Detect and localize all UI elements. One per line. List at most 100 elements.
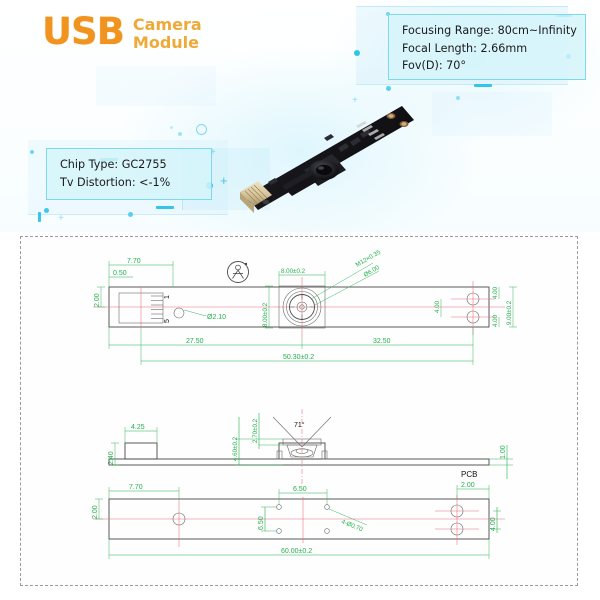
decorative-plus: + bbox=[220, 173, 228, 188]
decorative-dot bbox=[170, 126, 173, 129]
spec-line-chip-type: Chip Type: GC2755 bbox=[60, 158, 167, 171]
mechanical-drawing: 1 5 Ø2.10 bbox=[92, 249, 517, 559]
dim-8-00-horizontal: 8.00±0.2 bbox=[281, 268, 306, 275]
pcb-label: PCB bbox=[461, 470, 477, 479]
connector-pin-first-label: 1 bbox=[164, 295, 171, 299]
lens-outer-ring bbox=[282, 287, 322, 327]
dim-group-50-30: 50.30±0.2 bbox=[140, 329, 474, 365]
decorative-tick bbox=[474, 84, 492, 87]
decorative-dot bbox=[354, 50, 360, 56]
dim-32-50: 32.50 bbox=[373, 338, 391, 345]
sensor-spec-box: Chip Type: GC2755 Tv Distortion: <-1% bbox=[46, 148, 212, 200]
logo-camera-module-text: Camera Module bbox=[133, 16, 202, 52]
dim-group-2-40: 2.40 bbox=[108, 442, 119, 466]
top-view-group: 1 5 Ø2.10 bbox=[93, 249, 517, 365]
lens-inner-ring bbox=[296, 301, 308, 313]
dim-6-50-vertical: 6.50 bbox=[258, 516, 265, 530]
dim-fov-angle: 71° bbox=[294, 421, 305, 429]
dim-group-pcb-thickness: 1.00 bbox=[489, 445, 513, 479]
spec-line-tv-distortion: Tv Distortion: <-1% bbox=[60, 175, 171, 189]
decorative-dot bbox=[456, 96, 460, 100]
connector-pin-ticks bbox=[151, 295, 163, 319]
side-view-group: 4.25 2.40 71° bbox=[108, 409, 513, 485]
side-view-connector bbox=[124, 442, 158, 460]
fpc-connector-pins bbox=[244, 184, 268, 205]
decorative-line bbox=[356, 6, 568, 7]
camera-module-photo bbox=[228, 78, 420, 218]
dim-bottom-2-00-right: 2.00 bbox=[461, 482, 475, 489]
fov-left-ray bbox=[272, 416, 303, 448]
main-ic-chip-top bbox=[282, 171, 312, 190]
spec-line-focusing-range: Focusing Range: 80cm~Infinity bbox=[402, 24, 577, 37]
dim-group-8-00-v: 8.00±0.2 bbox=[262, 285, 273, 329]
dim-hole-edge-lower: 4.00 bbox=[492, 314, 499, 327]
dim-group-bottom-7-70: 7.70 bbox=[108, 484, 180, 499]
lens-leader-2 bbox=[314, 270, 380, 306]
lens-mid-ring bbox=[286, 291, 318, 323]
fpc-connector-front bbox=[240, 192, 254, 213]
logo-line-module: Module bbox=[132, 32, 199, 52]
dim-bottom-4-00: 4.00 bbox=[490, 517, 497, 531]
dim-group-2-70: 2.70±0.2 bbox=[252, 413, 283, 449]
dim-2-70: 2.70±0.2 bbox=[252, 418, 259, 443]
decorative-tick bbox=[38, 212, 41, 222]
dim-pcb-thickness: 1.00 bbox=[500, 445, 507, 459]
dim-hole-spacing: 4.00 bbox=[434, 300, 441, 313]
dim-4-hole-070: 4-Ø0.70 bbox=[340, 518, 364, 533]
dim-group-60-00: 60.00±0.2 bbox=[108, 539, 490, 559]
decorative-plus: + bbox=[58, 213, 64, 224]
dim-60-00: 60.00±0.2 bbox=[281, 548, 312, 555]
smd-components bbox=[268, 129, 371, 185]
dim-group-7-70: 7.70 bbox=[108, 258, 174, 287]
top-view-small-hole bbox=[173, 307, 185, 319]
logo-line-camera: Camera bbox=[132, 15, 202, 34]
dim-6-50-horizontal: 6.50 bbox=[293, 486, 307, 493]
hole-leader-line bbox=[183, 309, 207, 317]
dim-board-width-right: 9.00±0.2 bbox=[506, 300, 513, 325]
silkscreen-marks bbox=[356, 121, 385, 140]
logo-usb-text: USB bbox=[42, 10, 125, 53]
dim-bottom-2-00-left: 2.00 bbox=[92, 505, 99, 519]
dim-hole-edge-upper: 4.00 bbox=[492, 286, 499, 299]
lens-leader-1 bbox=[310, 262, 374, 300]
dim-27-50: 27.50 bbox=[186, 338, 204, 345]
bottom-view-group: 7.70 2.00 6.50 bbox=[92, 482, 505, 559]
dim-2-40: 2.40 bbox=[108, 451, 115, 465]
decorative-tick bbox=[156, 206, 174, 209]
decorative-dot bbox=[386, 86, 391, 91]
lens-highlight bbox=[318, 166, 324, 170]
dim-50-30: 50.30±0.2 bbox=[283, 354, 314, 361]
dim-group-bottom-2-00: 2.00 bbox=[92, 498, 103, 520]
hero-banner: + + + + USB Camera Module bbox=[0, 0, 600, 232]
spec-line-fov: Fov(D): 70° bbox=[402, 59, 466, 72]
dim-group-0-50: 0.50 bbox=[109, 270, 133, 278]
decorative-plus: + bbox=[210, 147, 216, 158]
fov-right-ray bbox=[301, 416, 332, 448]
mechanical-drawing-frame: 1 5 Ø2.10 bbox=[20, 236, 578, 586]
dim-hole-diameter: Ø2.10 bbox=[207, 314, 226, 321]
person-symbol-icon bbox=[227, 261, 249, 283]
decorative-panel bbox=[432, 92, 552, 136]
decorative-dot bbox=[128, 212, 133, 217]
dim-4-25: 4.25 bbox=[131, 424, 145, 431]
lens-thread-ticks bbox=[289, 294, 315, 320]
dim-group-2-00-left: 2.00 bbox=[94, 286, 105, 308]
dim-group-hole-spacing: 4.00 bbox=[434, 299, 442, 317]
dim-2-00-left: 2.00 bbox=[94, 293, 101, 307]
lens-aperture bbox=[299, 304, 305, 310]
dim-group-hole-edge: 4.00 4.00 bbox=[492, 286, 500, 327]
board-hole-left bbox=[262, 199, 270, 205]
dim-8-00-vertical: 8.00±0.2 bbox=[262, 302, 269, 327]
spec-line-focal-length: Focal Length: 2.66mm bbox=[402, 41, 528, 55]
dim-group-6-50-v: 6.50 bbox=[258, 506, 277, 532]
decorative-ring bbox=[196, 124, 207, 135]
dim-bottom-7-70: 7.70 bbox=[129, 484, 143, 491]
dim-group-8-00-h: 8.00±0.2 bbox=[278, 268, 326, 286]
connector-pin-last-label: 5 bbox=[164, 319, 171, 323]
side-view-pcb bbox=[108, 458, 490, 466]
dim-group-bottom-4-00: 4.00 bbox=[490, 507, 501, 533]
dim-group-board-width-right: 9.00±0.2 bbox=[506, 286, 517, 328]
mounting-holes bbox=[388, 114, 407, 126]
lens-glass bbox=[316, 164, 332, 176]
decorative-dot bbox=[178, 132, 182, 136]
